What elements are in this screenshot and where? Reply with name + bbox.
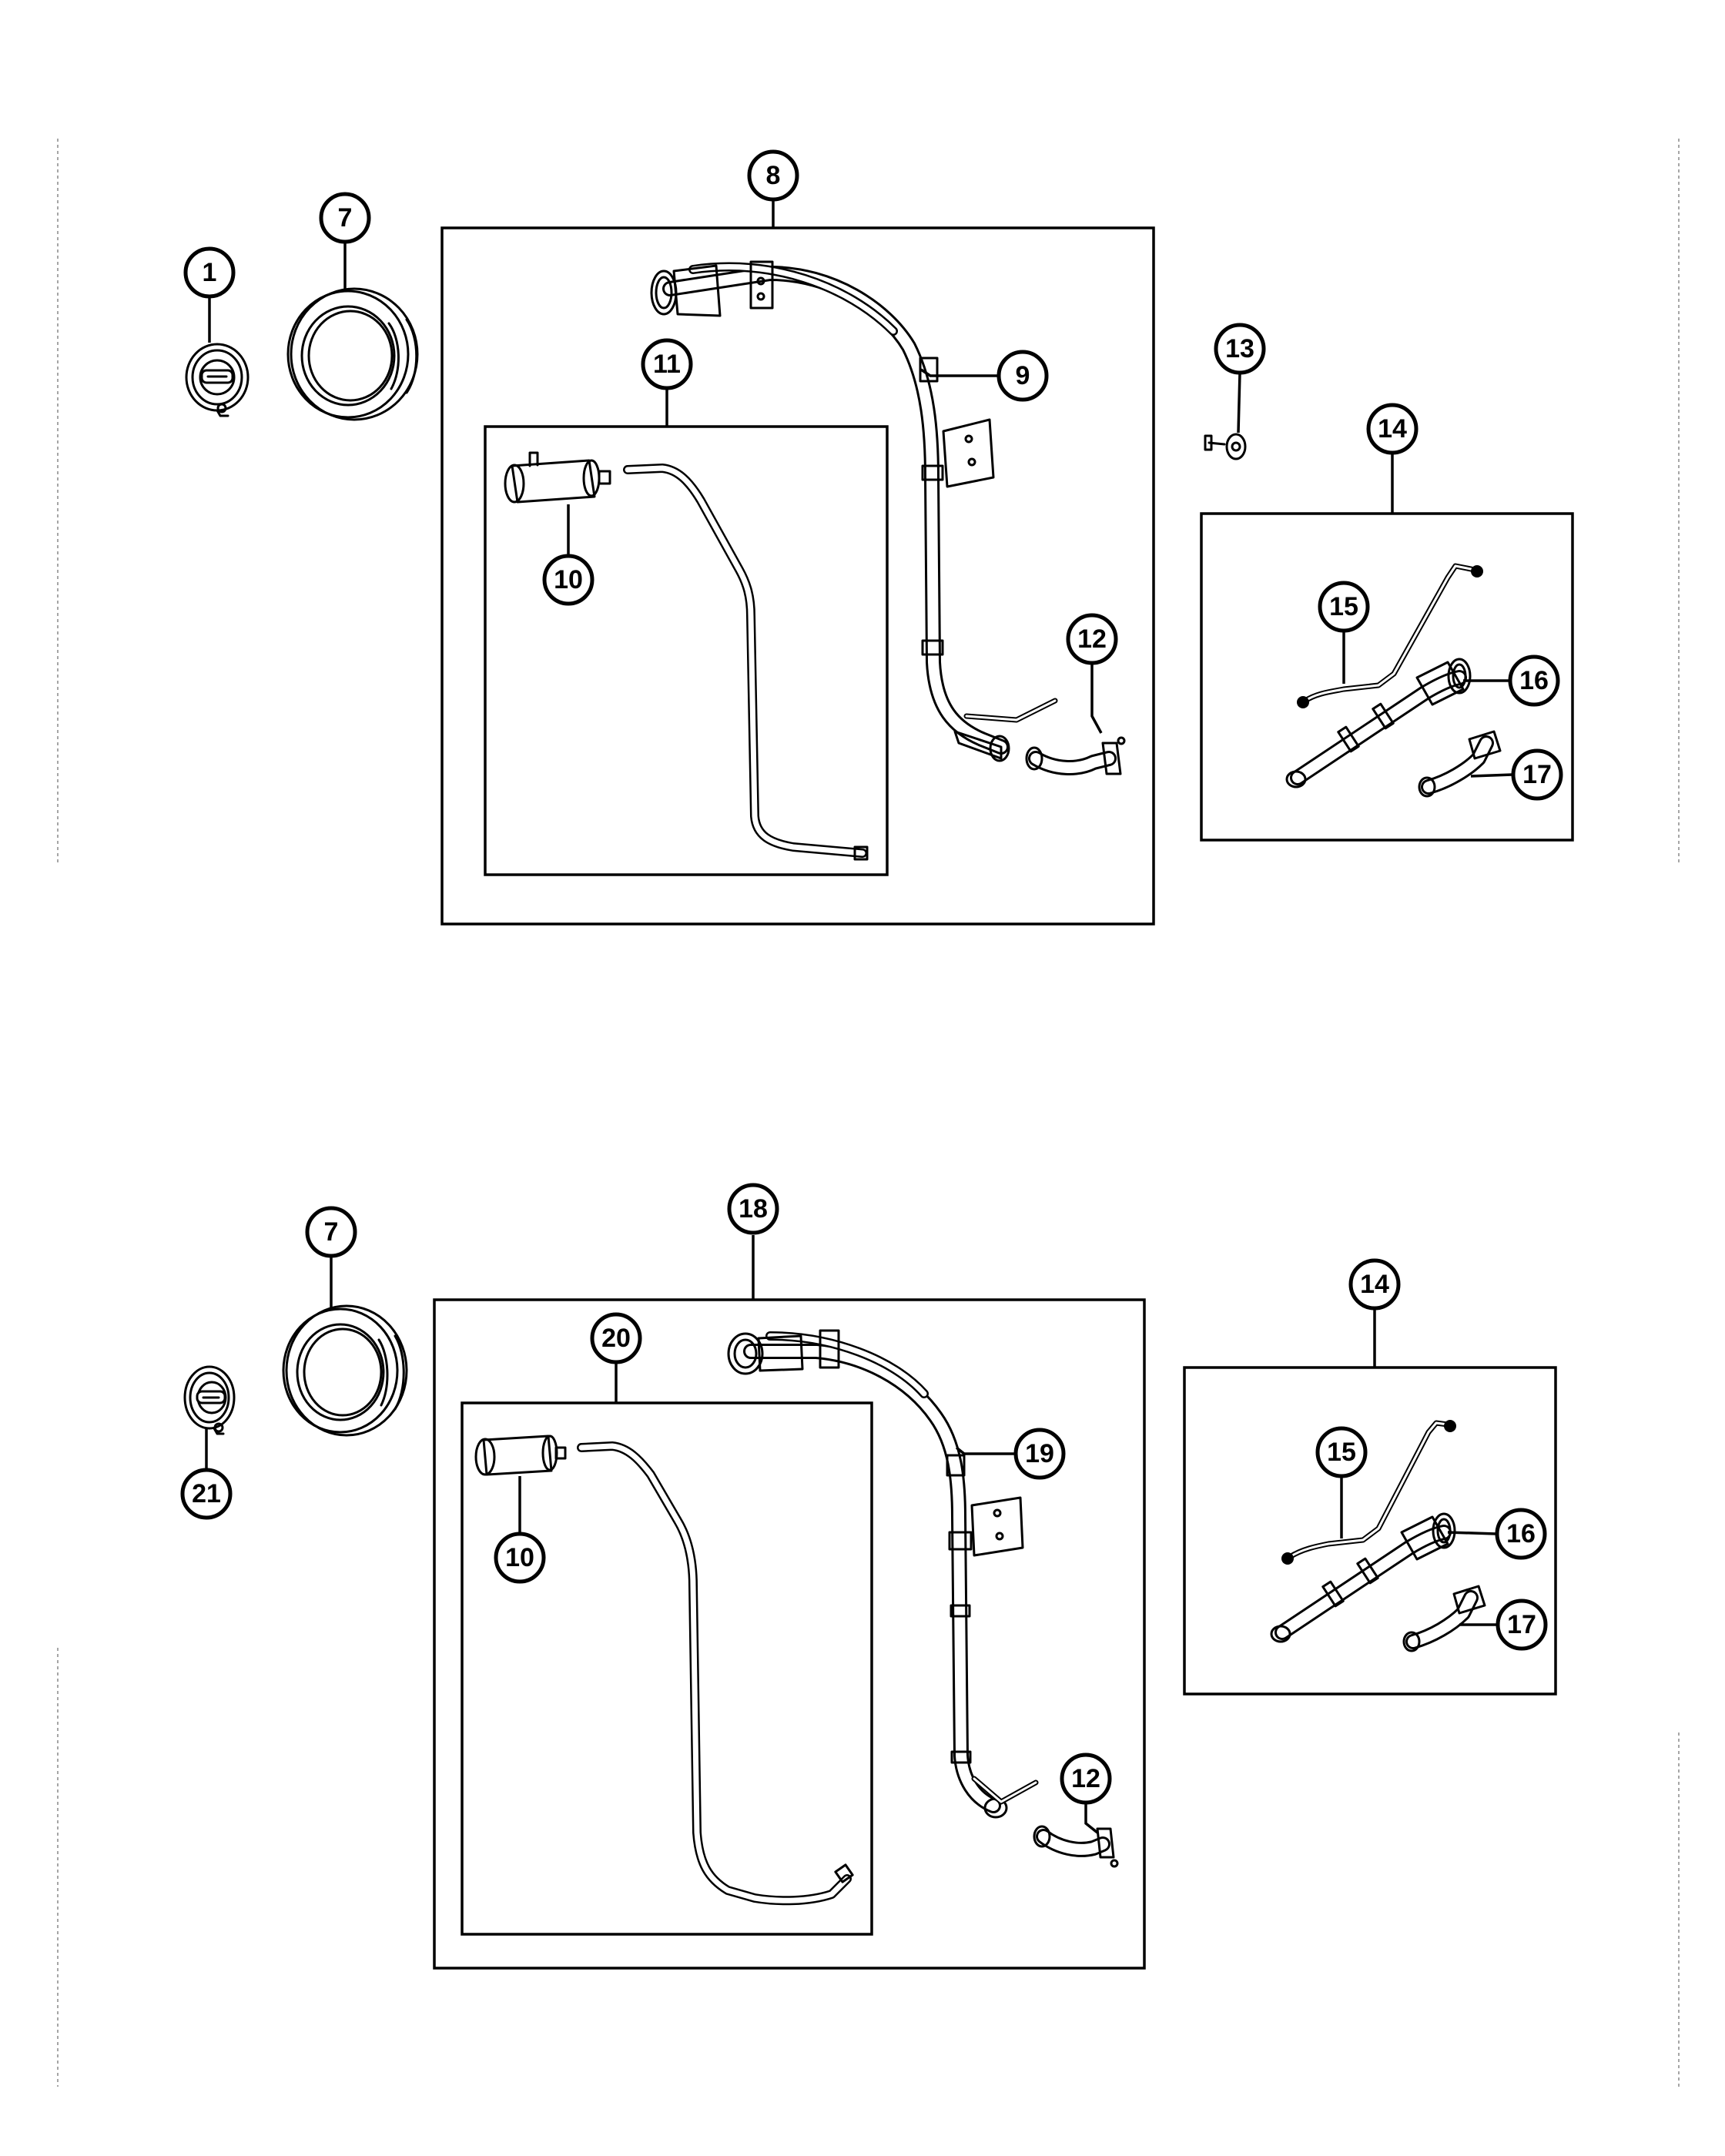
svg-text:21: 21 [192,1479,221,1508]
filler-bezel-7-top [286,287,419,421]
fuel-filler-tube-9 [650,260,1058,762]
filler-bezel-7-bottom [282,1304,408,1437]
svg-text:19: 19 [1025,1439,1054,1468]
svg-text:7: 7 [338,203,353,233]
callout-18: 18 [727,1183,779,1235]
svg-text:18: 18 [739,1194,768,1224]
assembly-frame-14-top [1200,512,1574,842]
wire-harness-15-top [1297,563,1483,708]
hose-elbow-12-bottom [1033,1825,1119,1868]
leader-lines [205,200,1513,1834]
callout-10-top: 10 [542,554,595,606]
fuel-filler-tube-19 [727,1329,1039,1819]
svg-text:10: 10 [554,565,583,594]
callout-16-bottom: 16 [1495,1508,1547,1560]
svg-text:20: 20 [601,1324,631,1353]
callout-19: 19 [1013,1428,1066,1480]
callout-13: 13 [1214,323,1266,375]
assembly-frame-18 [433,1298,1146,1970]
svg-text:14: 14 [1360,1270,1389,1299]
callout-11: 11 [641,338,693,390]
callout-17-bottom: 17 [1496,1599,1548,1651]
vent-tube-11 [623,464,869,861]
hose-elbow-12-top [1025,736,1126,775]
svg-text:17: 17 [1522,760,1552,789]
svg-text:12: 12 [1071,1764,1100,1793]
callout-16-top: 16 [1508,654,1560,707]
svg-text:11: 11 [653,350,681,379]
svg-text:16: 16 [1519,666,1549,695]
svg-text:7: 7 [324,1217,339,1247]
svg-text:13: 13 [1225,334,1254,363]
fuel-cap-1 [185,343,250,417]
callout-9: 9 [996,350,1049,402]
vent-valve-10-top [504,451,611,504]
svg-text:15: 15 [1327,1438,1356,1467]
bolt-13 [1204,433,1247,460]
callout-10-bottom: 10 [494,1532,546,1584]
svg-text:8: 8 [766,161,781,190]
callout-12-top: 12 [1066,613,1118,665]
svg-text:12: 12 [1077,624,1107,654]
svg-text:16: 16 [1506,1519,1536,1548]
vent-tube-20 [577,1441,854,1906]
page-edge-marks [57,139,1680,2087]
callout-14-bottom: 14 [1348,1258,1401,1311]
svg-text:1: 1 [203,258,217,287]
fuel-cap-21 [183,1365,236,1435]
fill-hose-16-top [1285,658,1472,788]
callout-15-bottom: 15 [1315,1426,1368,1478]
fill-hose-16-bottom [1270,1512,1456,1643]
callout-7-top: 7 [319,192,371,244]
callout-8: 8 [747,149,799,202]
svg-text:9: 9 [1016,361,1030,390]
svg-text:17: 17 [1507,1610,1536,1639]
assembly-frame-8 [440,226,1155,926]
svg-text:15: 15 [1329,592,1358,621]
svg-text:14: 14 [1378,414,1407,444]
assembly-frame-11 [484,425,889,876]
hose-17-bottom [1402,1585,1486,1652]
callout-14-top: 14 [1366,403,1419,455]
svg-text:10: 10 [505,1543,534,1572]
assembly-frame-14-bottom [1183,1366,1557,1696]
callout-12-bottom: 12 [1060,1753,1112,1805]
assembly-frame-20 [461,1401,873,1936]
wire-harness-15-bottom [1281,1420,1456,1565]
callout-7-bottom: 7 [305,1206,357,1258]
callout-15-top: 15 [1318,581,1370,633]
callout-21: 21 [180,1468,233,1520]
vent-valve-10-bottom [474,1435,567,1476]
hose-17-top [1418,730,1502,798]
callout-1: 1 [183,246,236,299]
callout-17-top: 17 [1511,748,1563,801]
callout-20: 20 [590,1312,642,1364]
